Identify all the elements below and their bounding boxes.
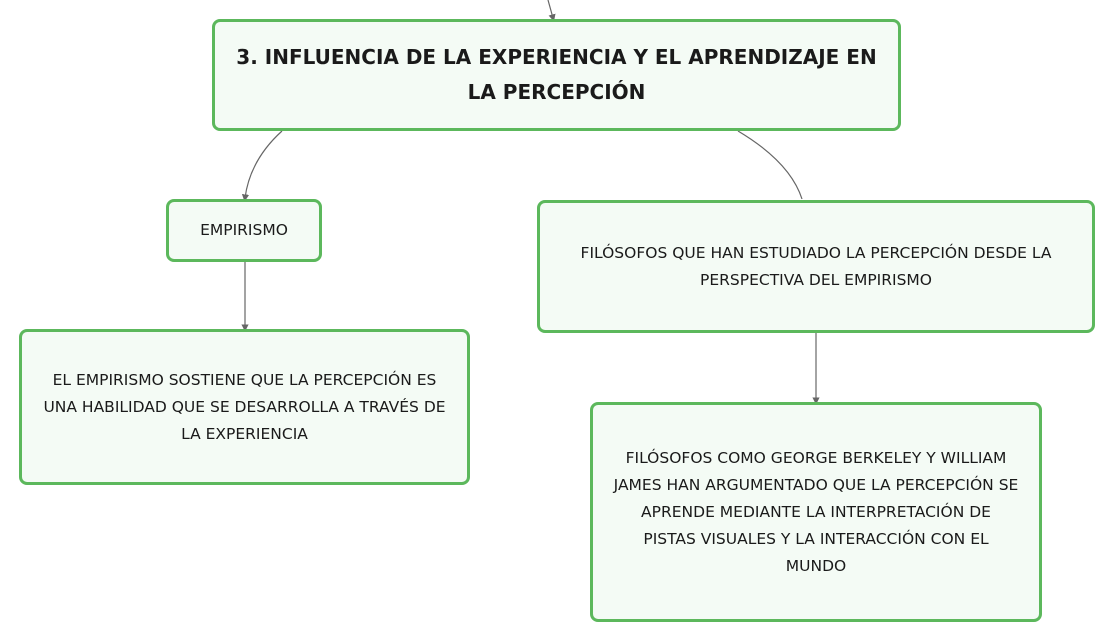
connector-incoming-root [547,0,556,22]
empirismo-detail-label: EL EMPIRISMO SOSTIENE QUE LA PERCEPCIÓN … [43,370,446,443]
root-node-label: 3. INFLUENCIA DE LA EXPERIENCIA Y EL APR… [236,45,877,104]
filosofos-node-label: FILÓSOFOS QUE HAN ESTUDIADO LA PERCEPCIÓ… [580,243,1052,289]
empirismo-node[interactable]: EMPIRISMO [166,199,322,262]
empirismo-node-label: EMPIRISMO [200,221,288,239]
root-node[interactable]: 3. INFLUENCIA DE LA EXPERIENCIA Y EL APR… [212,19,901,131]
filosofos-node[interactable]: FILÓSOFOS QUE HAN ESTUDIADO LA PERCEPCIÓ… [537,200,1095,333]
filosofos-detail-label: FILÓSOFOS COMO GEORGE BERKELEY Y WILLIAM… [613,448,1019,575]
connector-root-empirismo [241,130,283,202]
filosofos-detail-node[interactable]: FILÓSOFOS COMO GEORGE BERKELEY Y WILLIAM… [590,402,1042,622]
empirismo-detail-node[interactable]: EL EMPIRISMO SOSTIENE QUE LA PERCEPCIÓN … [19,329,470,485]
connector-root-filosofos [737,130,803,200]
